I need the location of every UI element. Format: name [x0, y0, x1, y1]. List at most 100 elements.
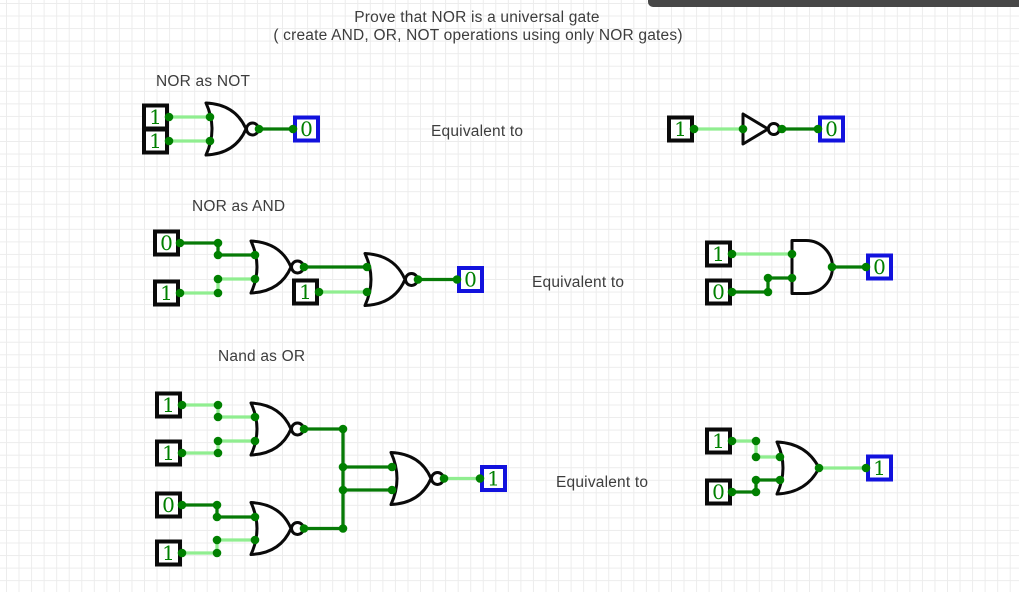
- wire-s3r_a[interactable]: [730, 439, 782, 459]
- or-gate[interactable]: [775, 440, 821, 496]
- input-box[interactable]: 0: [705, 278, 732, 306]
- nor-gate[interactable]: [389, 451, 445, 506]
- wire-s2_b[interactable]: [178, 277, 257, 295]
- nor-gate[interactable]: [249, 401, 305, 457]
- wire-node: [751, 452, 761, 462]
- nor-gate[interactable]: [249, 501, 305, 556]
- wire-node: [212, 535, 222, 545]
- input-value: 0: [712, 480, 725, 504]
- wire-node: [452, 275, 462, 284]
- wire-node: [205, 136, 215, 146]
- wire-node: [413, 275, 423, 284]
- output-box: 1: [866, 454, 893, 482]
- wire-node: [727, 249, 737, 259]
- wire-node: [827, 262, 837, 272]
- wire-node: [362, 262, 372, 272]
- wire-s2r_b[interactable]: [730, 276, 794, 294]
- wire-node: [314, 287, 324, 297]
- nor-gate[interactable]: [249, 239, 305, 295]
- window-edge-bar: [648, 0, 1019, 7]
- input-value: 1: [149, 129, 162, 153]
- wire-node: [439, 474, 449, 483]
- nor-gate[interactable]: [363, 252, 419, 307]
- input-box[interactable]: 1: [155, 539, 182, 567]
- input-box[interactable]: 1: [667, 115, 694, 143]
- input-box[interactable]: 1: [292, 278, 319, 306]
- section-label-nor-as-not: NOR as NOT: [156, 73, 250, 90]
- input-box[interactable]: 1: [155, 439, 182, 467]
- wire-node: [763, 273, 773, 283]
- wire-node: [213, 412, 223, 422]
- section-label-nand-as-or: Nand as OR: [218, 348, 305, 365]
- input-value: 0: [160, 231, 173, 255]
- wire-node: [177, 400, 187, 410]
- wire-node: [205, 112, 215, 122]
- equivalent-to-label: Equivalent to: [556, 474, 648, 491]
- wire-node: [777, 124, 787, 134]
- wire-s3_c[interactable]: [180, 503, 257, 519]
- wire-s3_b[interactable]: [180, 439, 257, 455]
- input-value: 0: [712, 280, 725, 304]
- input-value: 1: [674, 117, 687, 141]
- wire-node: [727, 436, 737, 446]
- wire-s2_a[interactable]: [178, 241, 257, 257]
- wire-node: [212, 512, 222, 522]
- output-value: 0: [300, 117, 313, 141]
- input-box[interactable]: 0: [705, 478, 732, 506]
- wire-node: [813, 124, 823, 134]
- input-box[interactable]: 1: [155, 391, 182, 419]
- boxes-layer: 1 1 0 1 0 0 1 1: [142, 103, 893, 567]
- input-box[interactable]: 1: [142, 103, 169, 131]
- wire-s3_d[interactable]: [180, 538, 257, 555]
- input-value: 1: [162, 393, 175, 417]
- output-value: 0: [825, 117, 838, 141]
- input-value: 1: [712, 242, 725, 266]
- gates-layer: [204, 101, 834, 556]
- output-value: 1: [487, 467, 500, 491]
- wire-node: [213, 400, 223, 410]
- wire-node: [250, 412, 260, 422]
- wire-node: [299, 424, 309, 434]
- wire-node: [861, 262, 871, 272]
- input-box[interactable]: 1: [705, 427, 732, 455]
- input-value: 1: [149, 105, 162, 129]
- wire-node: [213, 274, 223, 284]
- input-value: 1: [712, 429, 725, 453]
- input-box[interactable]: 1: [705, 240, 732, 268]
- nor-gate[interactable]: [204, 101, 260, 157]
- and-gate[interactable]: [790, 239, 834, 295]
- output-box: 0: [457, 266, 484, 293]
- wire-node: [250, 535, 260, 545]
- wire-node: [213, 250, 223, 260]
- wire-node: [727, 287, 737, 297]
- labels-layer: Prove that NOR is a universal gate ( cre…: [156, 9, 682, 491]
- wire-s3r_b[interactable]: [730, 478, 782, 494]
- section-label-nor-as-and: NOR as AND: [192, 198, 285, 215]
- input-box[interactable]: 1: [142, 127, 169, 155]
- wire-s3_a[interactable]: [180, 403, 257, 419]
- wire-node: [250, 512, 260, 522]
- wire-node: [338, 424, 348, 434]
- input-box[interactable]: 0: [155, 491, 182, 519]
- wire-node: [213, 238, 223, 248]
- wire-node: [775, 475, 785, 485]
- wire-node: [787, 273, 797, 283]
- not-gate[interactable]: [741, 112, 781, 146]
- wire-node: [751, 475, 761, 485]
- input-box[interactable]: 1: [153, 279, 180, 307]
- wire-node: [814, 463, 824, 473]
- wire-node: [177, 500, 187, 510]
- wire-node: [213, 288, 223, 298]
- wire-node: [861, 463, 871, 473]
- output-value: 0: [464, 268, 477, 292]
- input-box[interactable]: 0: [153, 229, 180, 257]
- wire-node: [387, 462, 397, 472]
- wire-node: [177, 448, 187, 458]
- wire-node: [213, 436, 223, 446]
- input-value: 1: [162, 541, 175, 565]
- wire-node: [250, 250, 260, 260]
- wire-node: [164, 136, 174, 146]
- wire-node: [338, 462, 348, 472]
- wire-node: [212, 548, 222, 558]
